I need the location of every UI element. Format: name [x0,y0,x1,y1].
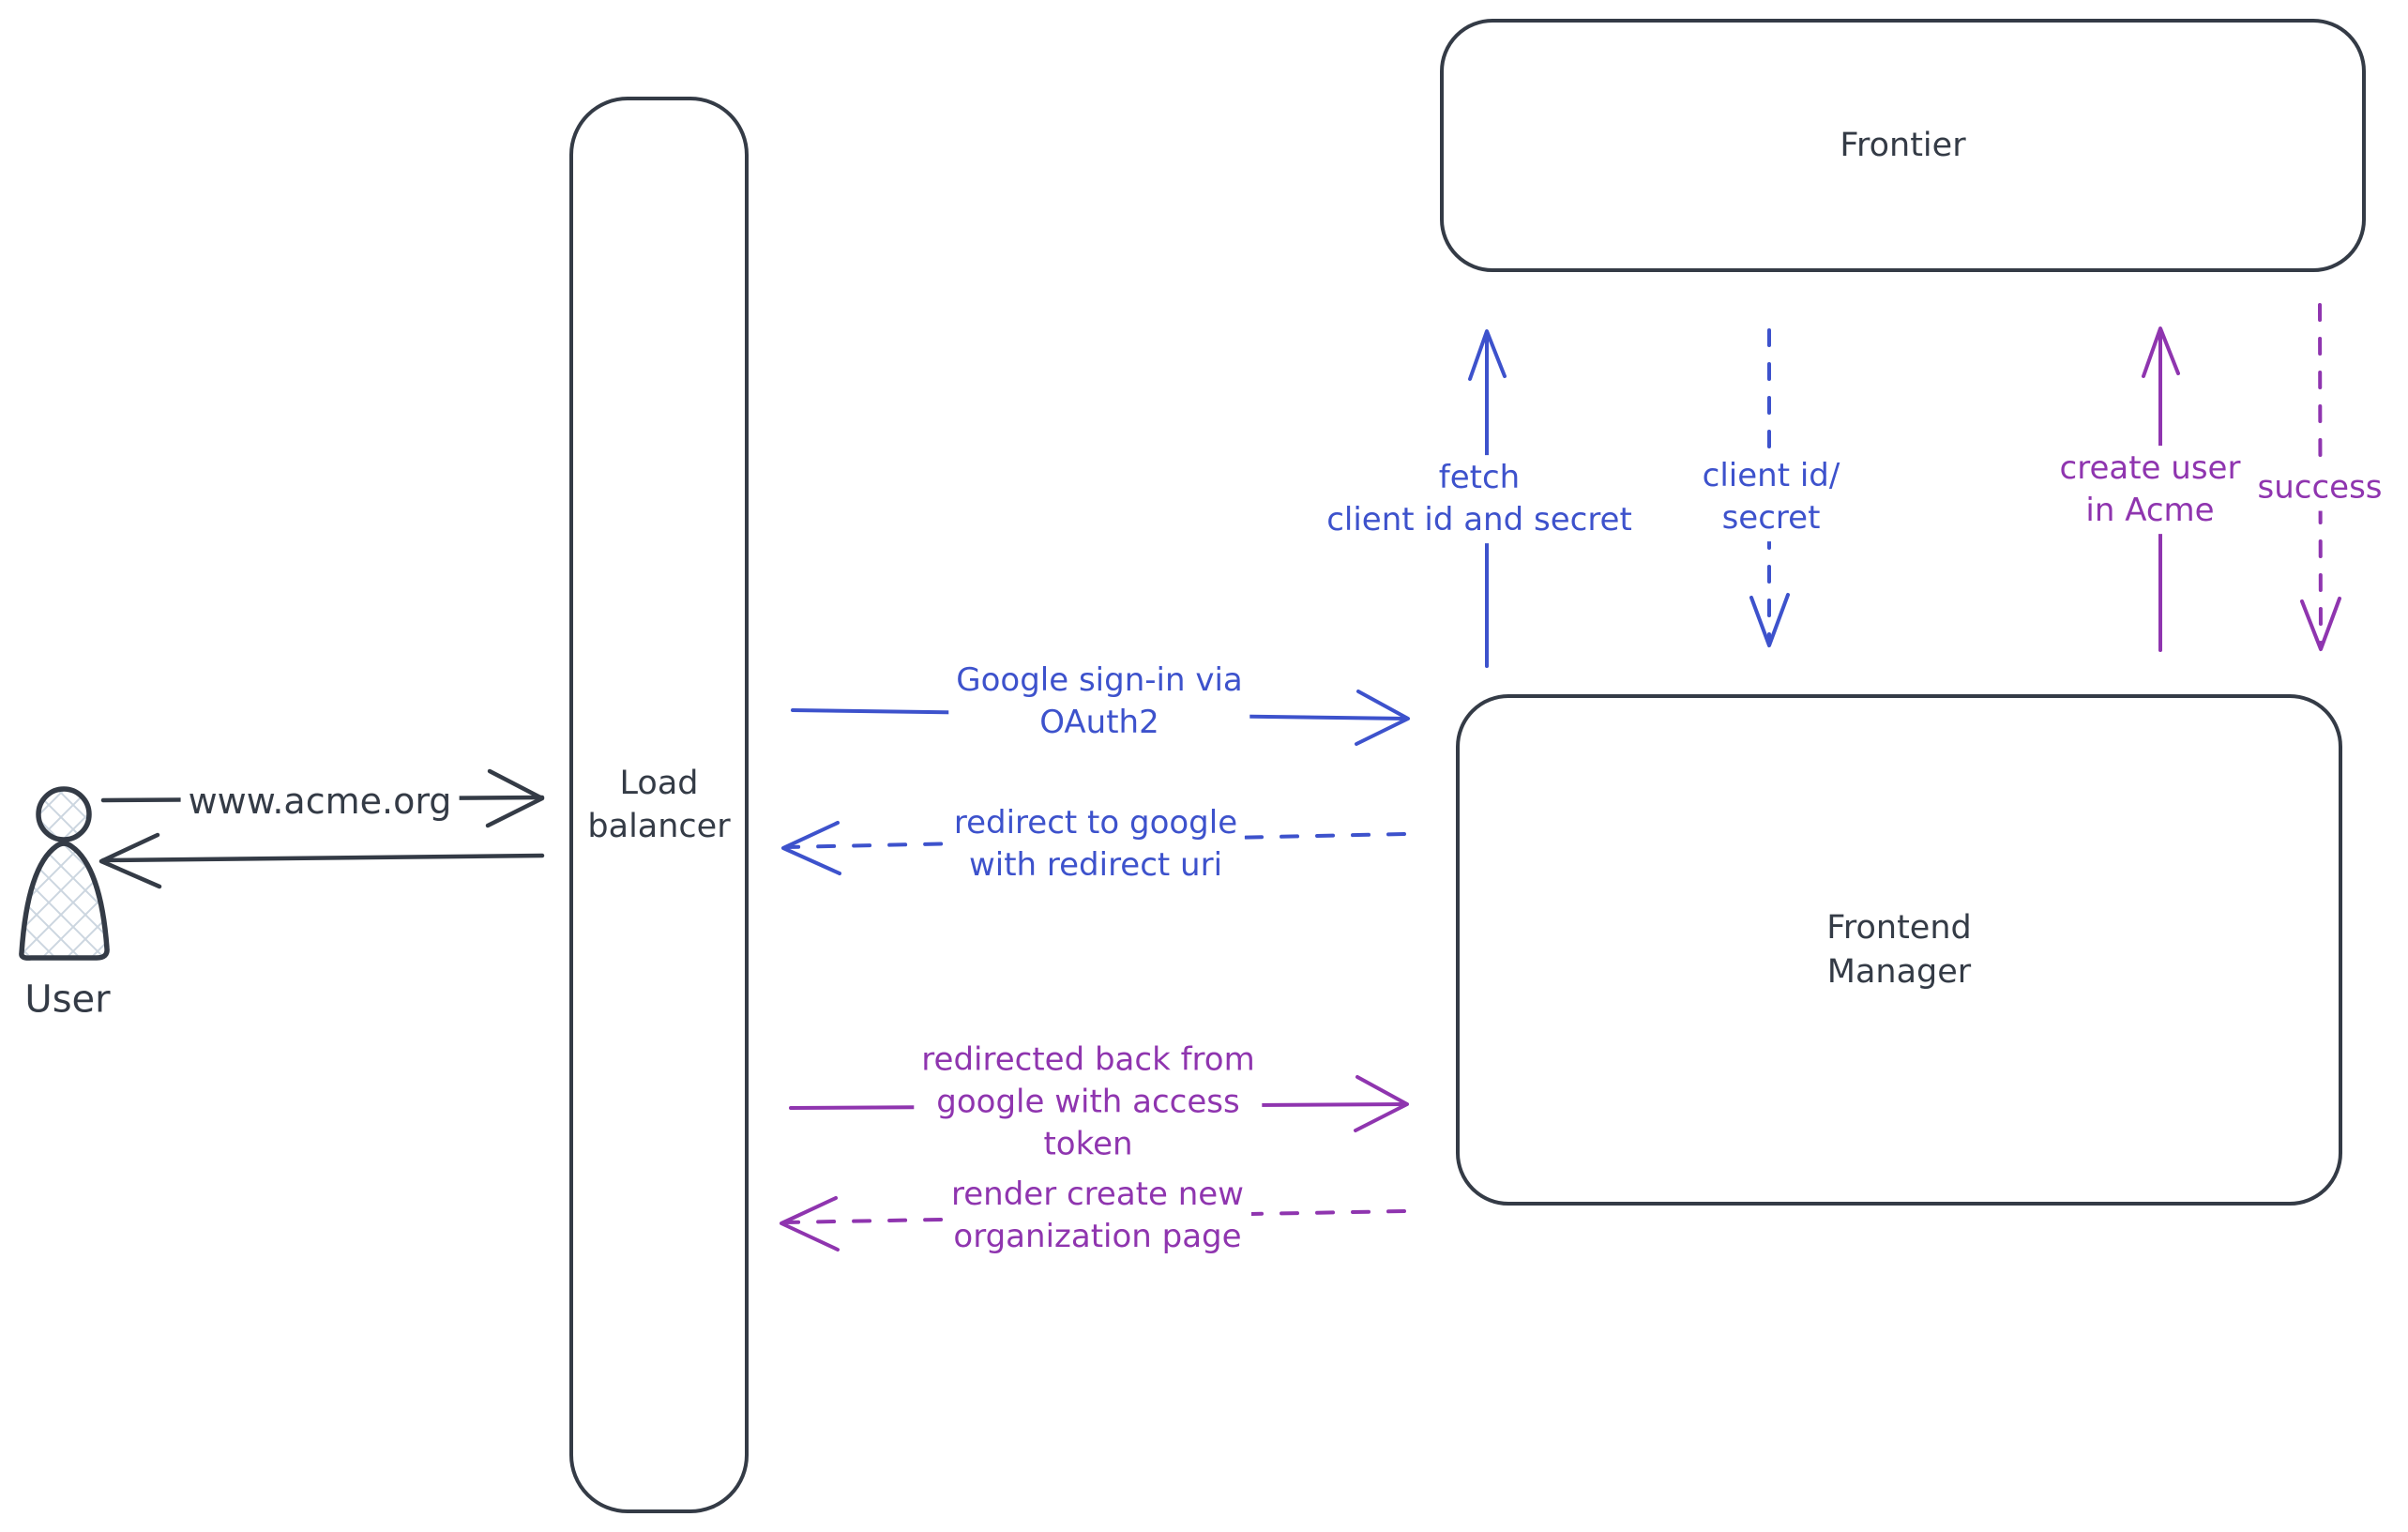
edge-label-fetch-client: fetch client id and secret [1319,455,1640,543]
edge-label-www-acme: www.acme.org [180,775,460,827]
arrow-client-id-secret [1749,328,1790,647]
edge-label-success: success [2249,464,2390,511]
edge-label-google-signin: Google sign-in via OAuth2 [948,658,1250,746]
node-frontend-manager: Frontend Manager [1456,694,2342,1206]
user-label: User [24,978,111,1022]
user-person-icon [19,786,110,961]
arrow-render-org-page [780,1196,1406,1251]
node-load-balancer: Load balancer [569,97,749,1513]
arrow-redirect-google [781,821,1406,875]
frontend-manager-label: Frontend Manager [1826,909,1972,991]
edge-label-client-id-secret: client id/ secret [1694,453,1848,541]
edge-label-redirect-google: redirect to google with redirect uri [946,800,1246,888]
edge-label-render-org-page: render create new organization page [944,1172,1251,1260]
edge-label-create-user: create user in Acme [2052,446,2249,534]
edge-label-redirected-back: redirected back from google with access … [914,1037,1263,1168]
load-balancer-label: Load balancer [587,764,731,845]
arrow-return-to-user [98,832,545,889]
node-frontier: Frontier [1440,19,2366,272]
frontier-label: Frontier [1840,126,1966,164]
